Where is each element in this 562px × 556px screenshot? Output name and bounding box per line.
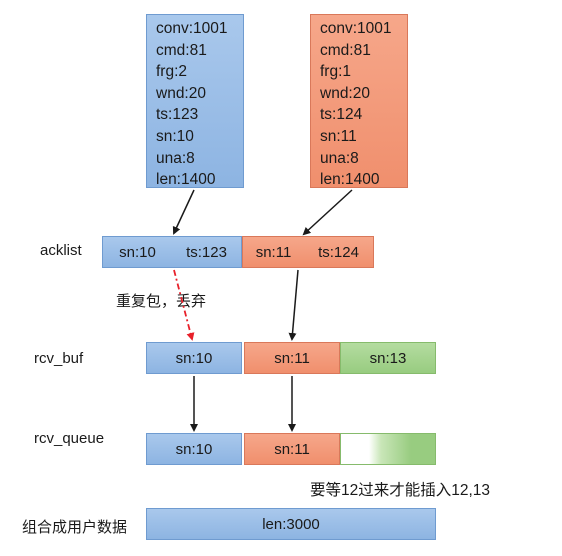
field-wnd: wnd:20 [156,84,206,102]
acklist-ts124: ts:124 [304,236,374,268]
acklist-sn10: sn:10 [102,236,172,268]
field-cmd: cmd:81 [156,41,207,59]
row-label-acklist: acklist [40,242,82,259]
field-frg: frg:2 [156,63,188,81]
field-ts: ts:123 [156,106,199,124]
arrow-duplicate-discard [173,269,195,341]
field-una: una:8 [320,149,359,167]
row-label-assembled: 组合成用户数据 [22,519,128,536]
packet-header-sn10: conv:1001 cmd:81 frg:2 wnd:20 ts:123 sn:… [146,14,244,188]
field-frg: frg:1 [320,63,352,81]
field-sn: sn:10 [156,127,194,145]
row-label-rcv-queue: rcv_queue [34,430,105,447]
field-len: len:1400 [156,171,216,189]
field-conv: conv:1001 [320,20,392,37]
packet-header-sn11: conv:1001 cmd:81 frg:1 wnd:20 ts:124 sn:… [310,14,408,188]
rcv-queue-sn10: sn:10 [146,433,242,465]
rcv-queue-empty-slot [340,433,436,465]
field-una: una:8 [156,149,195,167]
field-wnd: wnd:20 [320,84,370,102]
acklist-ts123: ts:123 [172,236,242,268]
row-label-rcv-buf: rcv_buf [34,350,84,367]
rcv-buf-sn10: sn:10 [146,342,242,374]
arrow-header10-to-acklist [172,189,195,235]
assembled-data-bar: len:3000 [146,508,436,540]
rcv-buf-sn13: sn:13 [340,342,436,374]
field-conv: conv:1001 [156,20,228,37]
rcv-queue-sn11: sn:11 [244,433,340,465]
arrow-acklist11-to-rcvbuf [288,269,299,341]
wait-note: 要等12过来才能插入12,13 [310,482,491,499]
field-ts: ts:124 [320,106,363,124]
acklist-sn11: sn:11 [242,236,304,268]
duplicate-note: 重复包，丢弃 [116,292,207,310]
arrow-header11-to-acklist [302,189,353,236]
field-cmd: cmd:81 [320,41,371,59]
rcv-buf-sn11: sn:11 [244,342,340,374]
field-len: len:1400 [320,171,380,189]
field-sn: sn:11 [320,127,357,145]
